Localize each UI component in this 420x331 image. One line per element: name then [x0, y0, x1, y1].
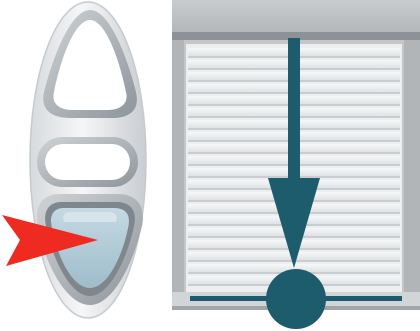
stop-button[interactable] [37, 137, 138, 187]
right-guide-rail [404, 40, 420, 310]
down-arrow-shaft [288, 38, 300, 188]
remote-control [30, 2, 146, 318]
shutter-box [172, 0, 420, 32]
left-guide-rail [172, 40, 184, 310]
end-position-dot-icon [266, 269, 326, 329]
stop-icon [45, 144, 130, 180]
